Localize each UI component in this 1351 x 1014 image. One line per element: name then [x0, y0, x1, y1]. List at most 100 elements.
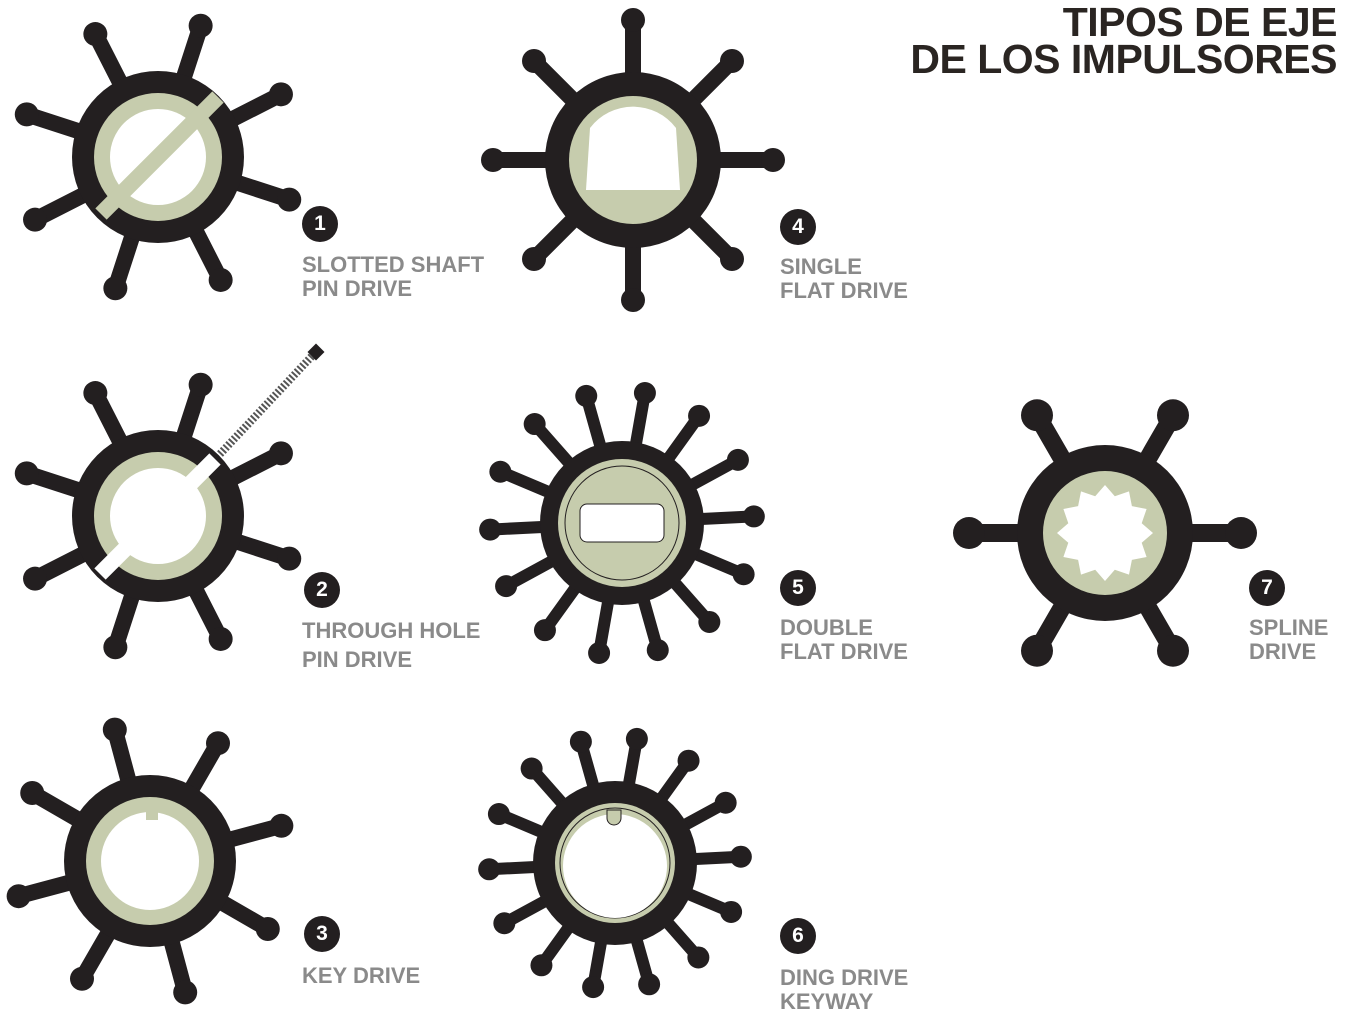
number-badge-2: 2 [304, 572, 340, 608]
label-impeller-7: SPLINE DRIVE [1249, 616, 1328, 664]
label-impeller-1: SLOTTED SHAFT PIN DRIVE [302, 253, 484, 301]
impeller-blade-tip [719, 49, 744, 74]
label-impeller-2: THROUGH HOLE PIN DRIVE [302, 616, 480, 674]
impeller-blade-tip [761, 148, 785, 172]
impeller-blade-tip [742, 505, 765, 528]
impeller-blade-tip [625, 727, 648, 750]
impeller-blade-tip [633, 382, 656, 405]
impeller-blade-tip [698, 610, 721, 633]
impeller-blade-tip [208, 626, 233, 651]
impeller-blade-tip [268, 441, 293, 466]
title-line-2: DE LOS IMPULSORES [910, 36, 1337, 82]
impeller-blade-tip [621, 288, 645, 312]
impeller-blade-tip [188, 372, 213, 397]
label-4-line-1: SINGLE [780, 254, 862, 279]
label-7-line-2: DRIVE [1249, 639, 1317, 664]
impeller-blade-tip [173, 980, 198, 1005]
impeller-blade-tip [269, 813, 294, 838]
impeller-blade-tip [687, 946, 710, 969]
label-impeller-6: DING DRIVE KEYWAY [780, 966, 908, 1014]
impeller-blade-tip [255, 917, 280, 941]
impeller-blade-tip [530, 954, 553, 977]
impeller-2-through-hole-diagram [14, 343, 325, 660]
impeller-blade-tip [268, 82, 293, 107]
impeller-blade-tip [478, 858, 501, 881]
impeller-blade-tip [953, 517, 985, 549]
impeller-blade-tip [726, 448, 749, 471]
label-impeller-5: DOUBLE FLAT DRIVE [780, 616, 908, 664]
impeller-blade-tip [677, 749, 700, 772]
impeller-blade-tip [1021, 399, 1053, 432]
impeller-blade-tip [23, 566, 48, 591]
number-badge-5: 5 [780, 570, 816, 606]
impeller-5-double-flat-diagram [479, 382, 765, 664]
impeller-blade-tip [729, 845, 752, 868]
impeller-blade-tip [479, 518, 502, 541]
impeller-blade-tip [588, 641, 611, 664]
impeller-blade-tip [206, 731, 230, 756]
label-4-line-2: FLAT DRIVE [780, 278, 908, 303]
number-badge-4: 4 [780, 209, 816, 245]
impeller-blade-tip [520, 757, 543, 780]
impeller-blade-tip [208, 267, 233, 292]
page-title: TIPOS DE EJE DE LOS IMPULSORES [910, 0, 1338, 82]
impeller-blade-tip [83, 22, 108, 47]
impeller-blade-tip [83, 381, 108, 406]
impeller-blade-tip [277, 546, 302, 571]
number-badge-6: 6 [780, 918, 816, 954]
impeller-blade-tip [1225, 517, 1257, 549]
impeller-blade-tip [188, 13, 213, 38]
impeller-blade-tip [1157, 399, 1189, 432]
impeller-blade-tip [14, 102, 39, 127]
impeller-blade-tip [533, 619, 556, 642]
impeller-blade-tip [103, 276, 128, 301]
label-2-line-2: PIN DRIVE [302, 647, 413, 672]
label-impeller-3: KEY DRIVE [302, 964, 420, 988]
impeller-blade-tip [489, 460, 512, 483]
impeller-blade-tip [522, 246, 547, 271]
impeller-blade-tip [23, 207, 48, 232]
label-5-line-2: FLAT DRIVE [780, 639, 908, 664]
title-line-1: TIPOS DE EJE [1062, 0, 1338, 45]
impeller-blade-tip [14, 461, 39, 486]
impeller-blade-tip [688, 404, 711, 427]
label-5-line-1: DOUBLE [780, 615, 873, 640]
label-6-line-1: DING DRIVE [780, 965, 909, 990]
impeller-blade-tip [70, 966, 94, 991]
label-6-line-2: KEYWAY [780, 989, 874, 1014]
label-7-line-1: SPLINE [1249, 615, 1329, 640]
impeller-blade-tip [493, 912, 516, 935]
impeller-blade-tip [102, 717, 127, 742]
impeller-3-key-drive-diagram [6, 717, 294, 1005]
label-2-line-1: THROUGH HOLE [302, 618, 481, 643]
impeller-blade-tip [495, 575, 518, 598]
impeller-blade-tip [481, 148, 505, 172]
number-badge-1: 1 [302, 206, 338, 242]
impeller-blade-tip [714, 791, 737, 814]
spline-bore [1057, 485, 1153, 581]
impeller-blade-tip [638, 973, 661, 996]
impeller-blade-tip [621, 8, 645, 32]
impeller-blade-tip [582, 976, 605, 999]
impeller-blade-tip [522, 49, 547, 74]
impeller-blade-tip [277, 187, 302, 212]
label-impeller-4: SINGLE FLAT DRIVE [780, 255, 908, 303]
impeller-blade-tip [719, 246, 744, 271]
impeller-blade-tip [646, 639, 669, 662]
impeller-blade-tip [103, 635, 128, 660]
label-1-line-2: PIN DRIVE [302, 276, 413, 301]
number-badge-7: 7 [1249, 570, 1285, 606]
impeller-blade-tip [20, 781, 45, 805]
impeller-blade-tip [6, 884, 31, 909]
impeller-blade-tip [1157, 634, 1189, 667]
impeller-blade-tip [720, 900, 743, 923]
impeller-1-slotted-shaft-diagram [14, 13, 302, 301]
impeller-blade-tip [575, 384, 598, 407]
label-1-line-1: SLOTTED SHAFT [302, 252, 485, 277]
impeller-blade-tip [1021, 634, 1053, 667]
impeller-6-ding-drive-keyway-diagram [478, 727, 752, 999]
impeller-blade-tip [523, 413, 546, 436]
impeller-blade-tip [732, 563, 755, 586]
impeller-4-single-flat-diagram [481, 8, 785, 312]
impeller-blade-tip [569, 730, 592, 753]
